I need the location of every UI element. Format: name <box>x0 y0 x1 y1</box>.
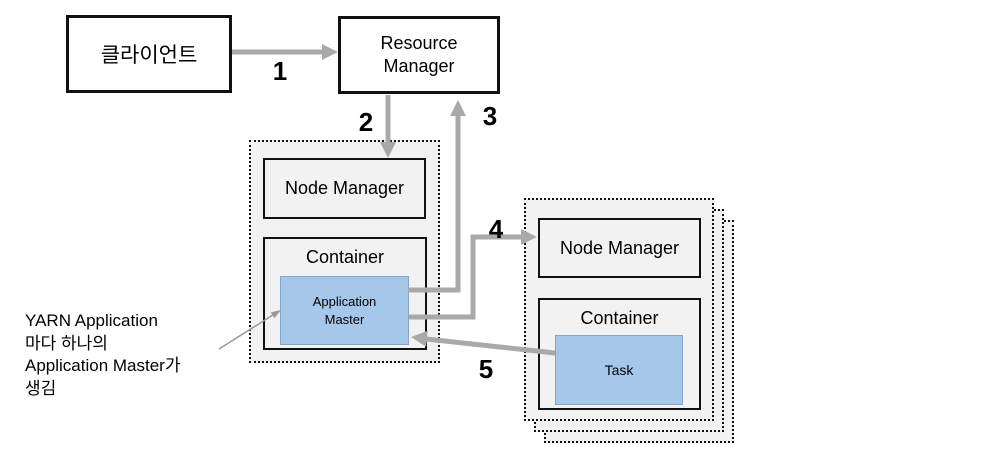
node-manager-1-box: Node Manager <box>263 158 426 219</box>
application-master-label: Application Master <box>312 293 377 327</box>
step-2-label: 2 <box>358 107 374 137</box>
resource-manager-box: Resource Manager <box>338 16 500 94</box>
container-1-label: Container <box>305 247 385 267</box>
application-master-box: Application Master <box>280 276 409 345</box>
client-label: 클라이언트 <box>100 44 198 67</box>
container-2-label: Container <box>580 308 659 328</box>
step-4-label: 4 <box>488 214 504 244</box>
step-3-label: 3 <box>482 101 498 131</box>
node-manager-2-label: Node Manager <box>559 237 680 258</box>
node-manager-1-label: Node Manager <box>284 178 405 198</box>
annotation-text: YARN Application 마다 하나의 Application Mast… <box>25 311 181 398</box>
task-box: Task <box>555 335 683 405</box>
task-label: Task <box>604 362 634 378</box>
resource-manager-label: Resource Manager <box>380 33 458 76</box>
client-box: 클라이언트 <box>66 15 232 93</box>
step-1-label: 1 <box>272 56 288 86</box>
step-5-label: 5 <box>478 354 494 384</box>
node-manager-2-box: Node Manager <box>538 218 701 278</box>
